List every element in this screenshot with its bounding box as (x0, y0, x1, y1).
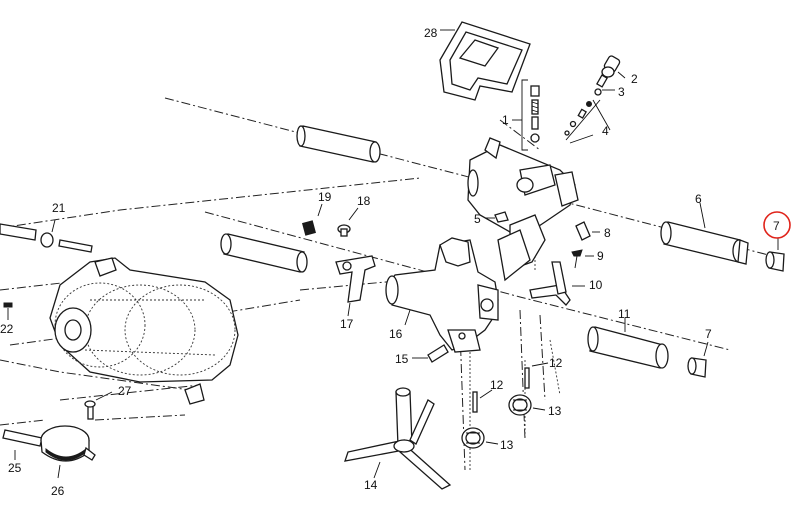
part-14-spoke-handle (344, 387, 452, 490)
label-16: 16 (389, 327, 403, 341)
upper-body-casting (467, 137, 579, 282)
part-17-bracket (335, 255, 376, 317)
label-5: 5 (474, 212, 481, 226)
label-12-left: 12 (490, 378, 504, 392)
label-2: 2 (631, 72, 638, 86)
label-14: 14 (364, 478, 378, 492)
part-labels: 28 1 2 3 4 5 6 7 8 9 10 11 7 12 12 13 13… (0, 26, 780, 498)
part-7-end-cap (765, 238, 785, 272)
part-4-pin-set (564, 99, 611, 144)
label-18: 18 (357, 194, 371, 208)
middle-left-sleeve (220, 233, 308, 273)
part-12-pin-left (472, 389, 493, 413)
part-2-knob (596, 55, 626, 88)
label-10: 10 (589, 278, 603, 292)
label-4: 4 (602, 124, 609, 138)
label-6: 6 (695, 192, 702, 206)
part-8-clip (575, 221, 600, 241)
label-26: 26 (51, 484, 65, 498)
part-12-pin-right (524, 362, 549, 389)
label-11: 11 (618, 307, 631, 321)
part-5-clip (485, 211, 509, 223)
label-15: 15 (395, 352, 409, 366)
part-28-handle (439, 21, 531, 101)
label-13-left: 13 (500, 438, 514, 452)
part-15-pin (412, 344, 449, 363)
part-7-lower-cap (687, 341, 709, 378)
label-27: 27 (118, 384, 132, 398)
part-19-pin (302, 203, 323, 236)
part-11-sleeve (587, 318, 669, 369)
part-21-collar (0, 219, 93, 253)
label-1: 1 (502, 113, 509, 127)
label-3: 3 (618, 85, 625, 99)
highlight-circle (763, 211, 791, 239)
label-12-right: 12 (549, 356, 563, 370)
label-28: 28 (424, 26, 438, 40)
label-13-right: 13 (548, 404, 562, 418)
label-8: 8 (604, 226, 611, 240)
part-18-screw (337, 207, 359, 237)
part-1-spring-pin (512, 79, 540, 151)
part-25-rod (2, 429, 43, 460)
part-22-screw (3, 302, 13, 320)
part-26-knob (40, 425, 96, 479)
label-9: 9 (597, 249, 604, 263)
label-7-lower: 7 (705, 327, 712, 341)
part-27-screw (84, 391, 113, 420)
motor-housing (49, 257, 239, 405)
part-9-screw (571, 249, 594, 269)
part-3-ball (594, 88, 615, 96)
label-19: 19 (318, 190, 332, 204)
part-10-lever (529, 261, 585, 306)
part-13-gear-left (461, 427, 499, 449)
label-25: 25 (8, 461, 22, 475)
label-7-highlighted: 7 (773, 219, 780, 233)
label-22: 22 (0, 322, 14, 336)
label-21: 21 (52, 201, 66, 215)
part-6-sleeve (660, 202, 749, 265)
label-17: 17 (340, 317, 354, 331)
part-16-housing (385, 237, 499, 353)
upper-left-sleeve (296, 125, 381, 163)
part-13-gear-right (508, 394, 546, 416)
